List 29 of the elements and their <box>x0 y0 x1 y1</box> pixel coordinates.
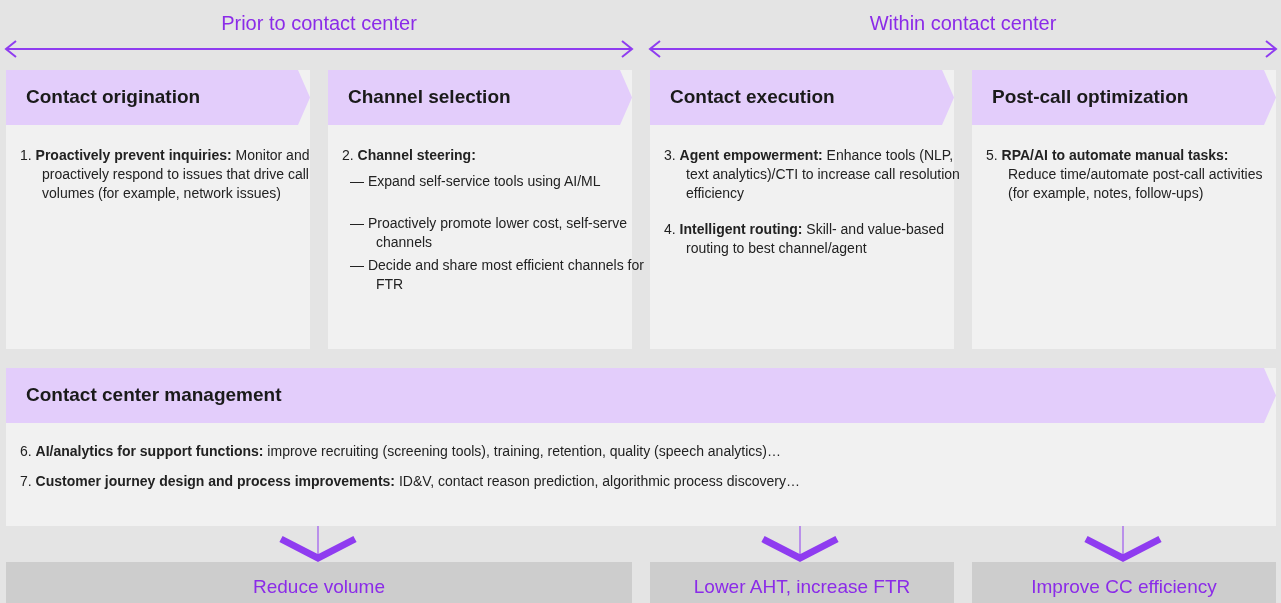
outcome-text: Lower AHT, increase FTR <box>692 576 912 598</box>
numbered-item: 1. Proactively prevent inquiries: Monitor and proactively respond to issues that drive call volumes (for example, network issues) <box>20 146 311 203</box>
outcome-text: Improve CC efficiency <box>1030 576 1218 598</box>
bullet-text: — Decide and share most efficient channels for FTR <box>350 256 645 294</box>
outcome-box <box>650 562 954 603</box>
outcome-box <box>972 562 1276 603</box>
numbered-item: 6. AI/analytics for support functions: improve recruiting (screening tools), training, retention, quality (speech analytics)… <box>20 442 782 461</box>
content-panel <box>972 70 1276 349</box>
section-heading: Contact origination <box>26 86 201 108</box>
outcome-text: Reduce volume <box>252 576 386 598</box>
phase-label: Prior to contact center <box>220 12 418 35</box>
chevron-arrow <box>1082 525 1164 562</box>
numbered-item: 7. Customer journey design and process improvements: ID&V, contact reason prediction, algorithmic process discovery… <box>20 472 801 491</box>
chevron-arrow <box>759 525 841 562</box>
outcome-box <box>6 562 632 603</box>
numbered-item: 4. Intelligent routing: Skill- and value-based routing to best channel/agent <box>664 220 946 258</box>
bullet-text: — Proactively promote lower cost, self-serve channels <box>350 214 628 252</box>
bullet-text: — Expand self-service tools using AI/ML <box>350 172 602 191</box>
section-heading: Contact center management <box>26 384 282 406</box>
chevron-arrow <box>277 525 359 562</box>
content-panel <box>6 368 1276 526</box>
numbered-item: 5. RPA/AI to automate manual tasks: Reduce time/automate post-call activities (for example, notes, follow-ups) <box>986 146 1264 203</box>
phase-label: Within contact center <box>868 12 1058 35</box>
section-heading: Channel selection <box>348 86 511 108</box>
section-heading: Contact execution <box>670 86 835 108</box>
content-panel <box>6 70 310 349</box>
section-heading: Post-call optimization <box>992 86 1189 108</box>
numbered-item: 3. Agent empowerment: Enhance tools (NLP, text analytics)/CTI to increase call resolution efficiency <box>664 146 961 203</box>
numbered-item: 2. Channel steering: <box>342 146 477 165</box>
